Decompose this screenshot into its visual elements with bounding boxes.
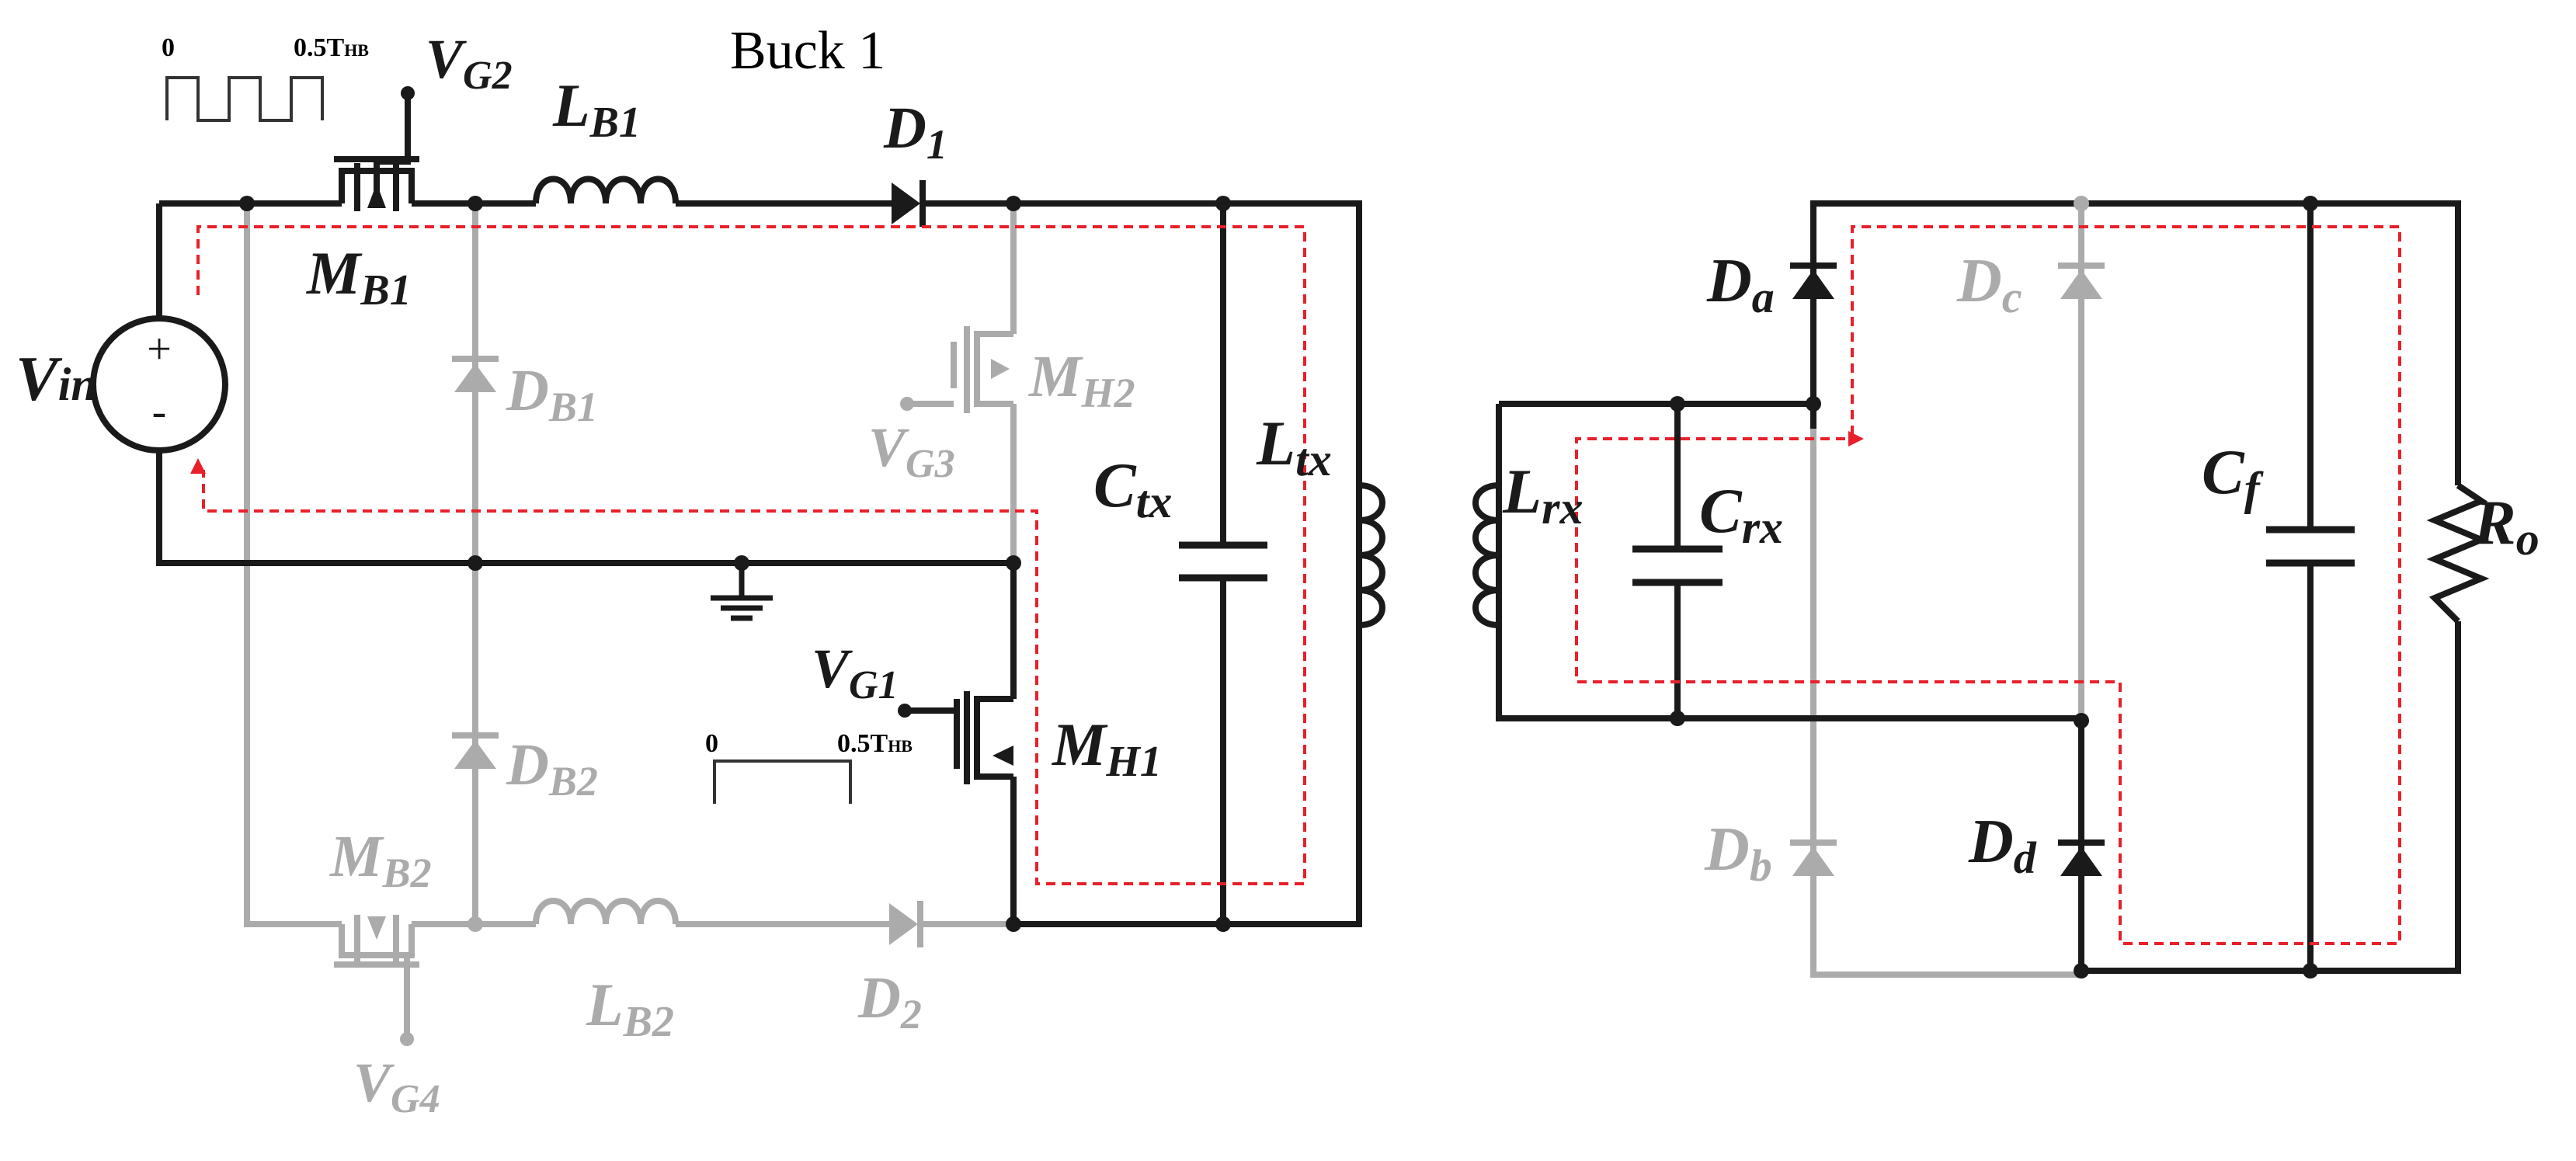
label-db: Db <box>1704 815 1772 891</box>
vin-minus: - <box>152 388 167 436</box>
mosfet-mb2 <box>334 915 419 968</box>
diode-db1 <box>452 356 499 392</box>
label-da: Da <box>1706 247 1775 322</box>
label-db1: DB1 <box>506 358 598 430</box>
label-dd: Dd <box>1968 808 2037 883</box>
label-vin: Vin <box>16 343 97 414</box>
active-wires <box>156 93 2461 974</box>
ground-icon <box>711 563 773 621</box>
label-lb1: LB1 <box>552 71 641 147</box>
label-vg2: VG2 <box>426 28 513 98</box>
label-d1: D1 <box>883 96 947 168</box>
junction-dots <box>239 86 2318 1046</box>
diode-dc <box>2058 262 2105 299</box>
capacitor-ctx <box>1179 541 1267 582</box>
mosfet-mb1 <box>334 156 419 211</box>
label-ltx: Ltx <box>1256 408 1332 485</box>
label-crx: Crx <box>1699 475 1783 553</box>
gate-waveform-bottom: 0 0.5THB <box>705 729 913 804</box>
mosfet-mh2 <box>951 326 1013 413</box>
inactive-wires <box>244 203 2084 1039</box>
inductor-lb1 <box>533 176 679 204</box>
voltage-source-vin: + - <box>90 315 228 454</box>
diode-d2 <box>889 901 923 947</box>
diode-db <box>1790 839 1837 876</box>
diode-da <box>1790 262 1837 299</box>
capacitor-crx <box>1632 545 1723 586</box>
label-lb2: LB2 <box>586 971 674 1046</box>
vin-plus: + <box>147 325 172 374</box>
label-vg4: VG4 <box>353 1052 440 1121</box>
label-cf: Cf <box>2202 436 2264 514</box>
inductor-ltx <box>1358 482 1385 628</box>
waveform-bottom-end: 0.5THB <box>837 729 913 758</box>
inductor-lrx <box>1472 482 1500 628</box>
gate-waveform-top: 0 0.5THB <box>162 33 369 122</box>
label-ctx: Ctx <box>1093 450 1172 527</box>
label-mb2: MB2 <box>329 824 432 896</box>
diode-d1 <box>892 180 926 227</box>
inductor-lb2 <box>533 898 679 925</box>
label-db2: DB2 <box>506 732 598 805</box>
label-d2: D2 <box>857 965 922 1038</box>
waveform-bottom-start: 0 <box>705 729 718 758</box>
label-mh2: MH2 <box>1028 344 1135 416</box>
capacitor-cf <box>2266 526 2355 567</box>
resistor-ro <box>2426 482 2490 624</box>
current-path-secondary <box>1575 225 2401 945</box>
label-mh1: MH1 <box>1051 711 1162 786</box>
component-labels: Vin VG2 LB1 D1 MB1 DB1 MH2 VG3 Ctx Ltx V… <box>16 28 2539 1121</box>
label-lrx: Lrx <box>1502 456 1583 534</box>
waveform-top-end: 0.5THB <box>294 33 369 62</box>
label-dc: Dc <box>1956 247 2022 322</box>
current-path-primary <box>190 225 1306 885</box>
diode-db2 <box>452 732 499 769</box>
label-vg3: VG3 <box>868 416 955 486</box>
label-mb1: MB1 <box>305 239 412 315</box>
diode-dd <box>2058 839 2105 876</box>
title-buck1: Buck 1 <box>730 21 885 81</box>
label-vg1: VG1 <box>812 638 899 707</box>
waveform-top-start: 0 <box>162 33 175 62</box>
mosfet-mh1 <box>954 691 1013 784</box>
label-ro: Ro <box>2473 487 2539 565</box>
